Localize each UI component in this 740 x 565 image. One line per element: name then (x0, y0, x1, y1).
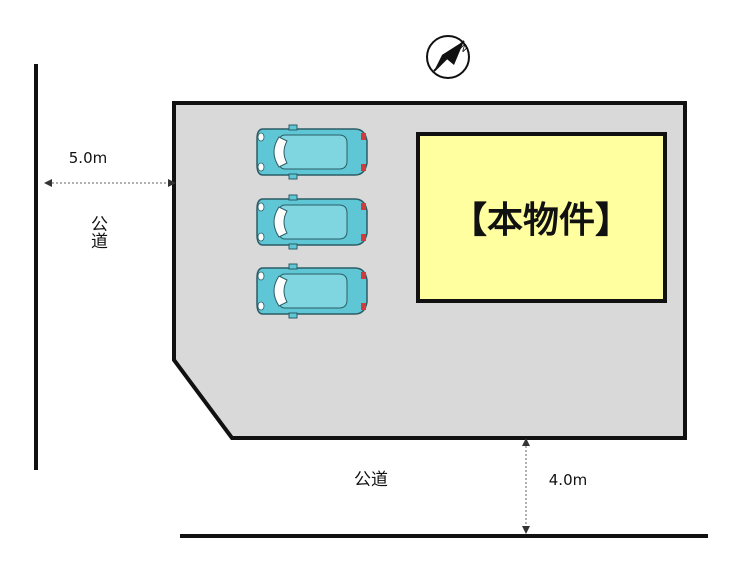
road-label-left: 公道 (87, 215, 108, 249)
arrow-right-icon (168, 179, 176, 187)
arrow-up-icon (522, 438, 530, 446)
road-width-bottom: 4.0m (549, 471, 587, 489)
arrow-left-icon (44, 179, 52, 187)
road-width-left: 5.0m (69, 149, 107, 167)
car-icon (256, 263, 368, 319)
building-label: 【本物件】 (451, 200, 631, 241)
building-footprint (416, 132, 667, 303)
road-label-bottom: 公道 (354, 470, 388, 490)
car-icon (256, 194, 368, 250)
parking-area (256, 124, 368, 319)
arrow-down-icon (522, 526, 530, 534)
car-icon (256, 124, 368, 180)
north-mark: N (457, 43, 469, 55)
north-arrow-icon: N (426, 35, 470, 79)
